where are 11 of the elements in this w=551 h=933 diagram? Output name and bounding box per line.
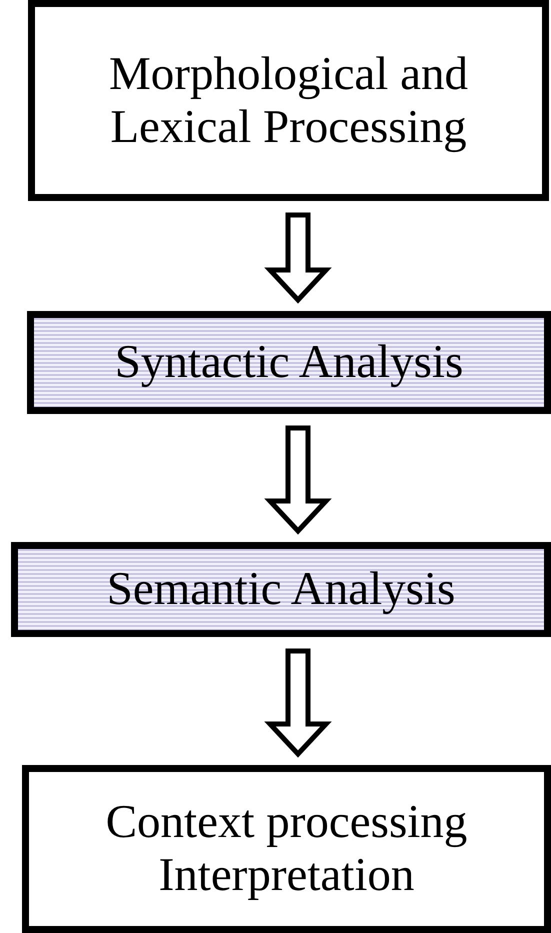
process-box bbox=[22, 765, 551, 933]
process-box bbox=[27, 311, 551, 414]
hollow-arrow bbox=[264, 212, 332, 304]
box-label: Morphological and Lexical Processing bbox=[108, 48, 469, 154]
process-box bbox=[28, 0, 549, 201]
box-label: Syntactic Analysis bbox=[114, 336, 464, 389]
process-box bbox=[11, 542, 551, 637]
hollow-arrow bbox=[264, 426, 332, 535]
hollow-arrow bbox=[264, 648, 332, 758]
box-label: Context processing Interpretation bbox=[104, 796, 468, 902]
box-label: Semantic Analysis bbox=[106, 563, 456, 616]
